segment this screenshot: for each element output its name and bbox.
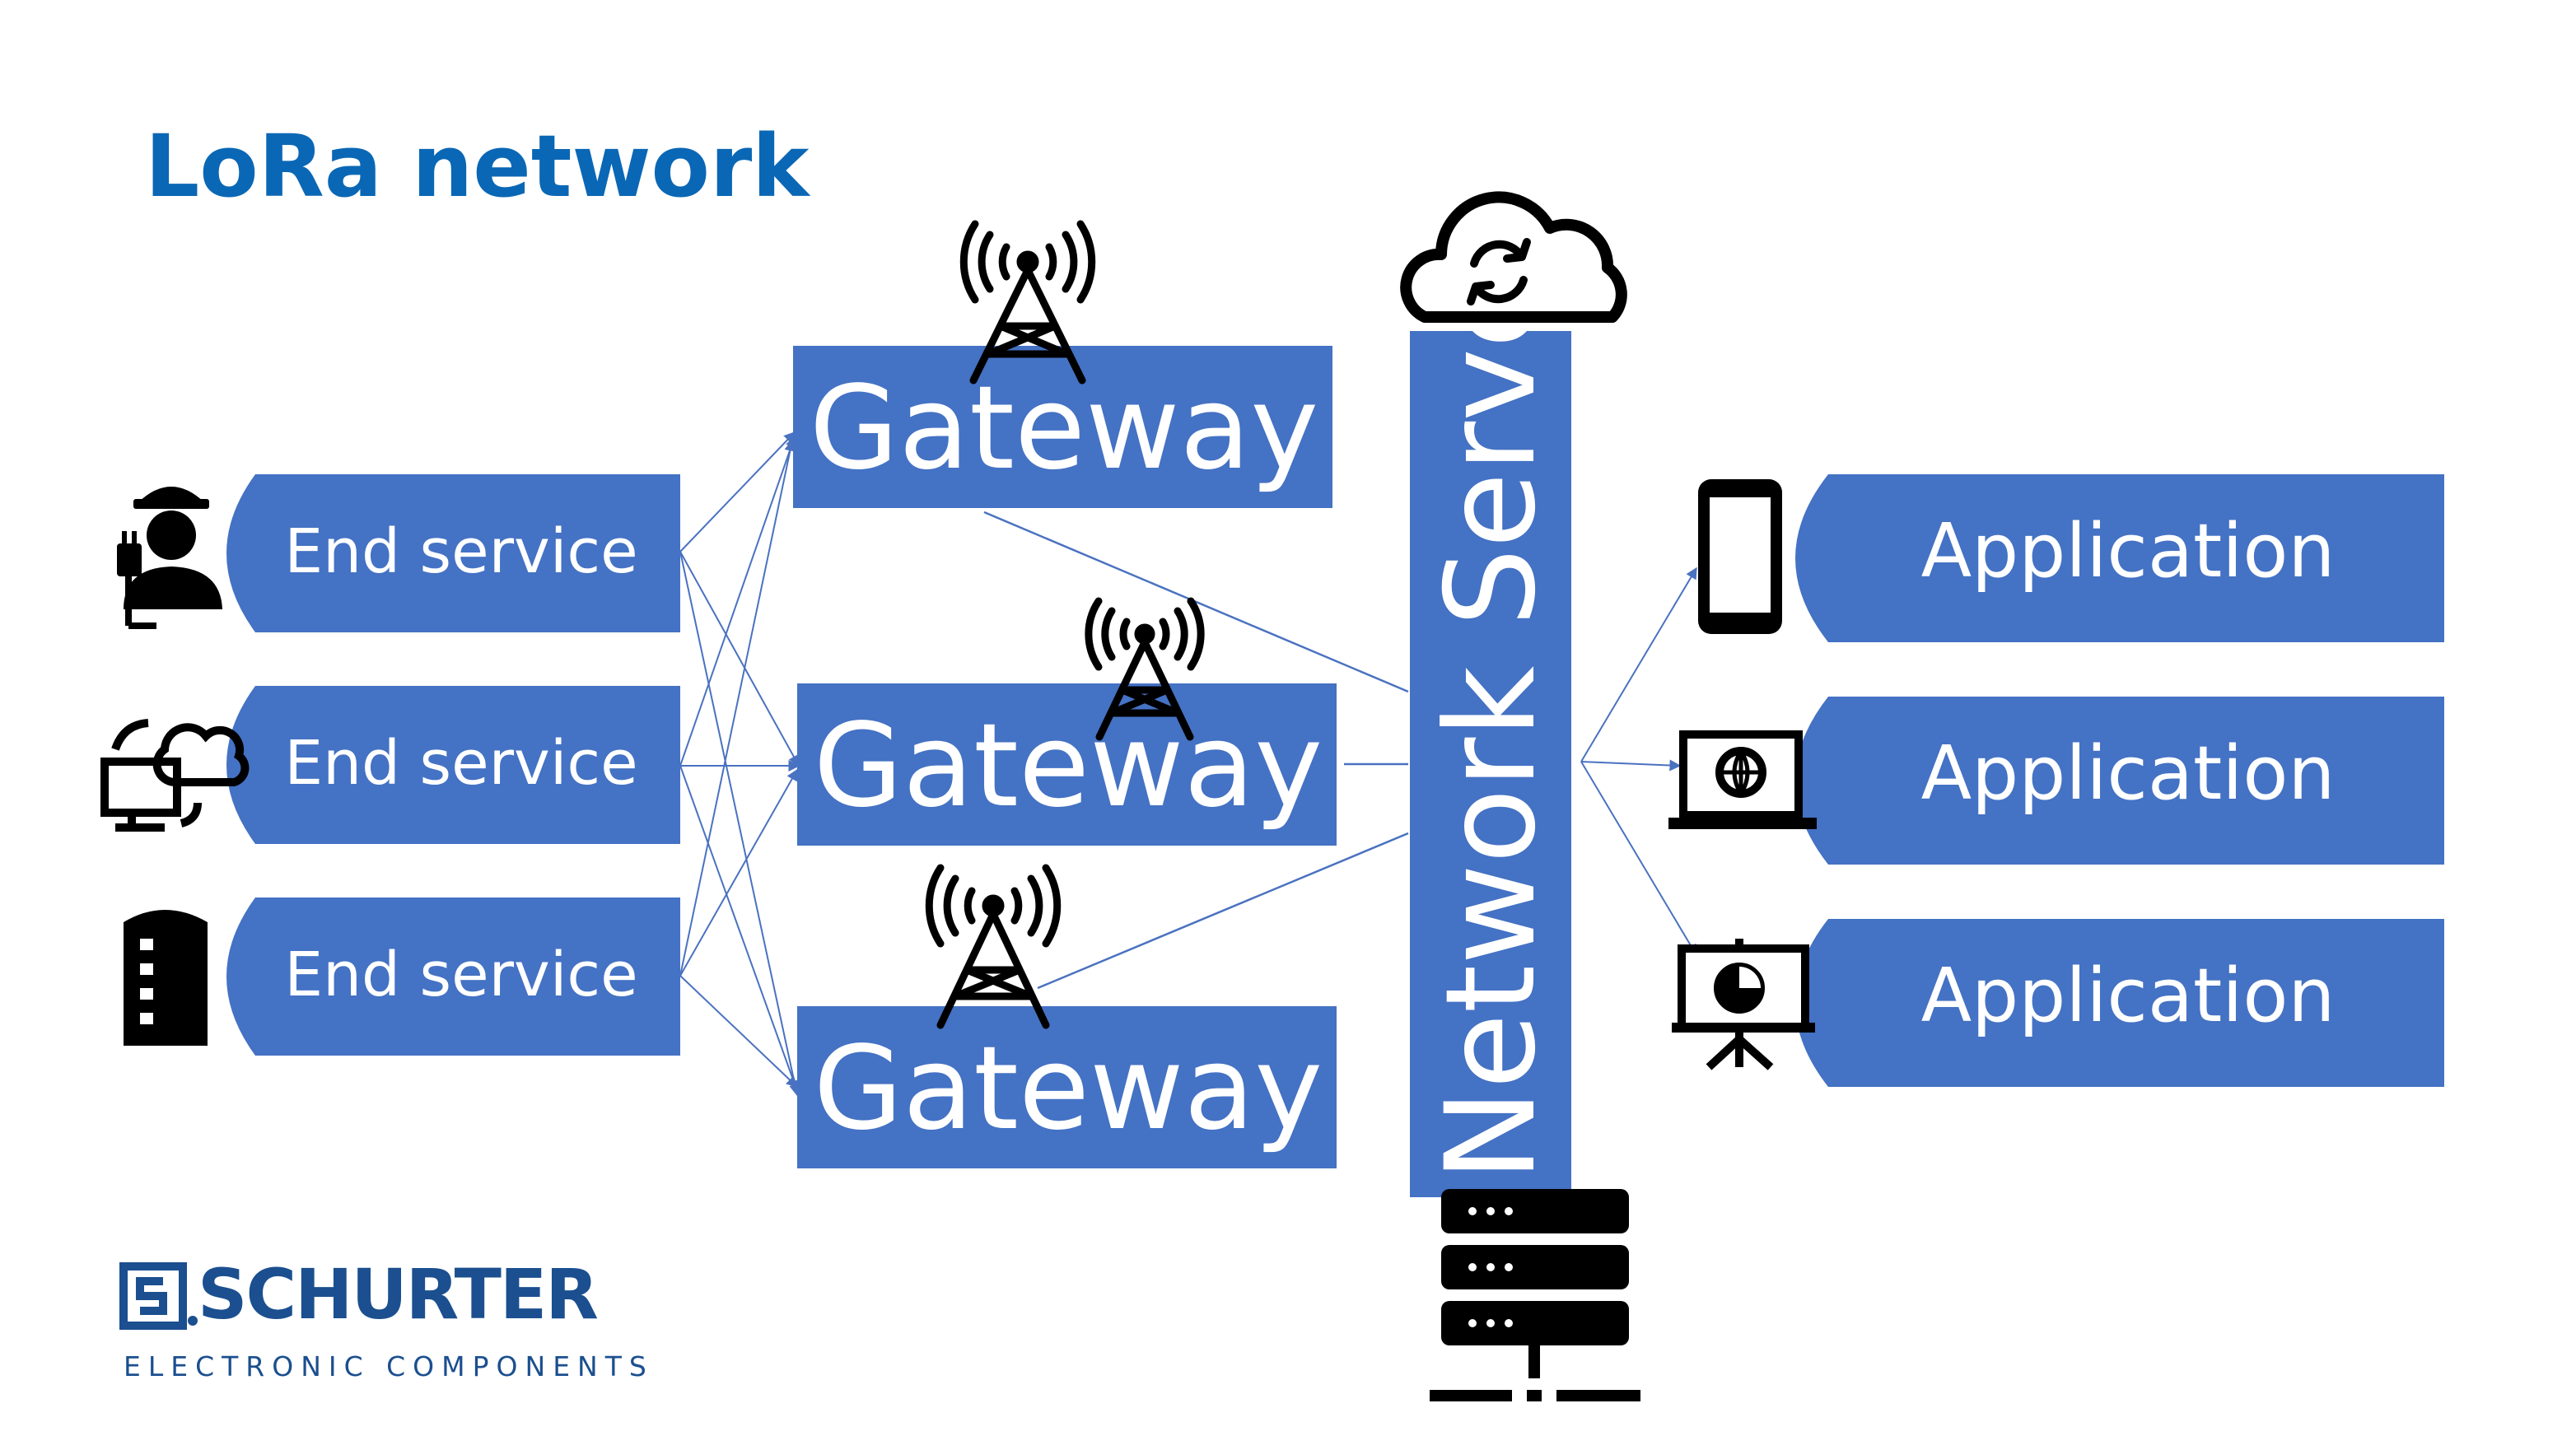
- gateway-label: Gateway: [814, 1022, 1323, 1156]
- end-to-gateway-links: [679, 431, 801, 1097]
- gateway-box: Gateway: [797, 683, 1337, 846]
- radio-tower-icon: [959, 220, 1096, 385]
- presentation-chart-icon: [1672, 939, 1815, 1070]
- worker-plug-icon: [117, 487, 222, 629]
- schurter-logo: SCHURTER: [198, 1254, 599, 1335]
- radio-tower-icon: [925, 864, 1062, 1029]
- end-service-label: End service: [284, 728, 637, 799]
- end-service-box: End service: [226, 686, 680, 844]
- application-box: Application: [1795, 697, 2444, 865]
- gateway-label: Gateway: [814, 699, 1323, 833]
- monitor-cloud-sync-icon: [100, 719, 250, 832]
- application-label: Application: [1921, 730, 2336, 817]
- cloud-sync-icon: [1400, 191, 1627, 323]
- application-label: Application: [1921, 953, 2336, 1039]
- application-label: Application: [1921, 508, 2336, 594]
- end-service-label: End service: [284, 939, 637, 1010]
- server-rack-icon: [1430, 1189, 1640, 1401]
- application-box: Application: [1795, 474, 2444, 642]
- server-to-app-links: [1580, 566, 1697, 957]
- radio-tower-icon: [1085, 597, 1205, 741]
- page-title: LoRa network: [145, 116, 810, 217]
- end-service-box: End service: [226, 474, 680, 632]
- laptop-globe-icon: [1668, 730, 1817, 829]
- gateway-box: Gateway: [793, 346, 1332, 508]
- end-service-box: End service: [226, 898, 680, 1056]
- network-server-bar: Network Server: [1410, 221, 1571, 1197]
- schurter-tagline: ELECTRONIC COMPONENTS: [124, 1350, 654, 1382]
- smartphone-icon: [1698, 479, 1782, 634]
- application-box: Application: [1795, 919, 2444, 1087]
- end-service-label: End service: [284, 516, 637, 587]
- schurter-logo-mark: [119, 1262, 198, 1330]
- gateway-label: Gateway: [810, 361, 1318, 496]
- gateway-box: Gateway: [797, 1006, 1337, 1168]
- building-icon: [124, 910, 208, 1046]
- network-server-label: Network Server: [1420, 221, 1563, 1182]
- gateway-to-server-links: [983, 511, 1409, 990]
